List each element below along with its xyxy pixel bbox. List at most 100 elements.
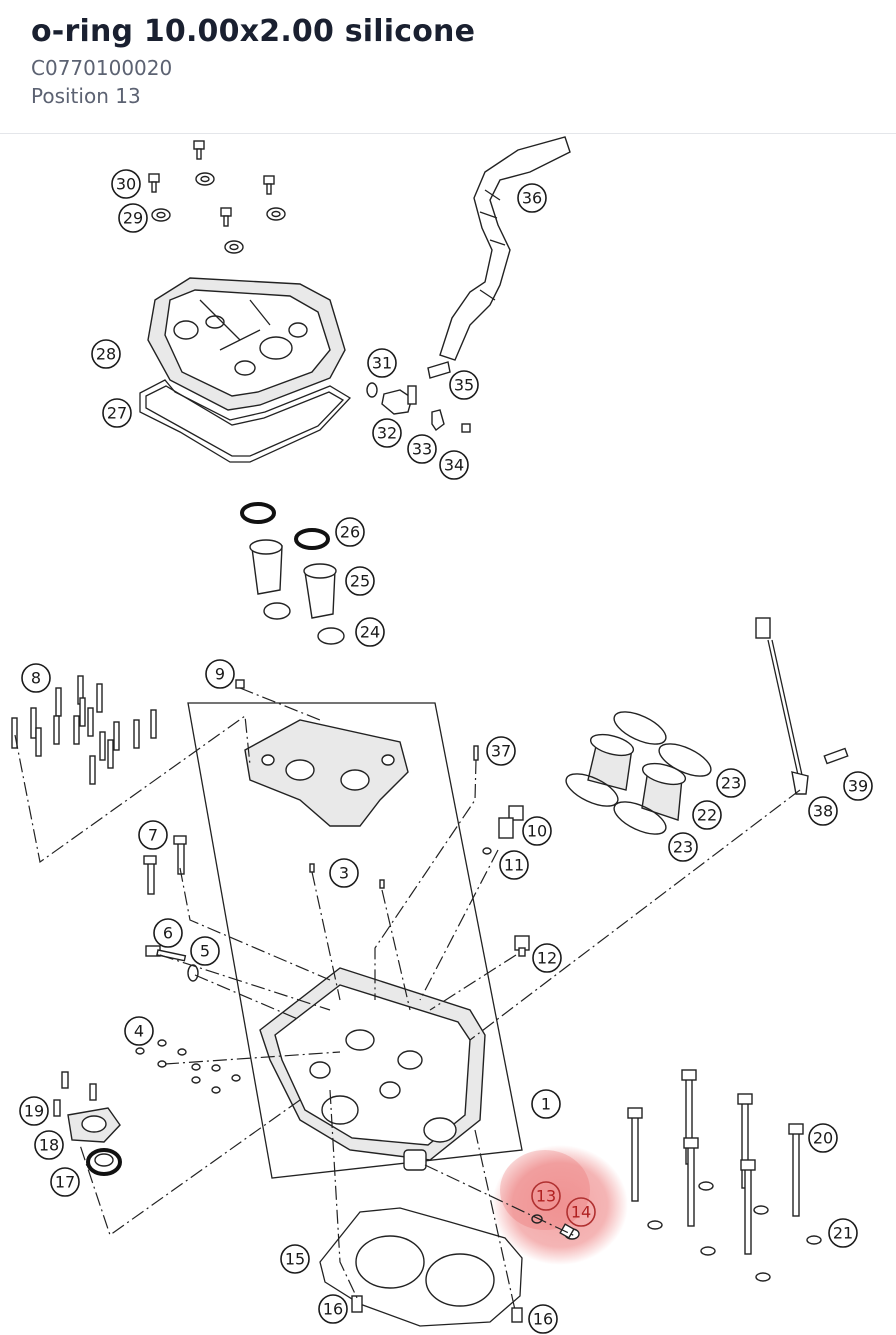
callout-16a[interactable]: 16 bbox=[318, 1294, 348, 1324]
callout-label: 39 bbox=[848, 777, 868, 796]
callout-label: 12 bbox=[537, 949, 557, 968]
leader-lines bbox=[14, 687, 801, 1311]
callout-label: 30 bbox=[116, 175, 136, 194]
callout-label: 23 bbox=[721, 774, 741, 793]
callout-label: 22 bbox=[697, 806, 717, 825]
callout-23a[interactable]: 23 bbox=[716, 768, 746, 798]
callout-37[interactable]: 37 bbox=[486, 736, 516, 766]
callout-26[interactable]: 26 bbox=[335, 517, 365, 547]
diagram-svg: 30 29 36 28 31 35 27 32 33 34 26 25 24 8… bbox=[11, 136, 873, 1334]
callout-4[interactable]: 4 bbox=[124, 1016, 154, 1046]
cylinder-head bbox=[259, 967, 486, 1171]
callout-label: 28 bbox=[96, 345, 116, 364]
intake-boots bbox=[565, 711, 712, 835]
callout-label: 29 bbox=[123, 209, 143, 228]
camshaft-carrier bbox=[187, 679, 523, 1179]
thermostat-housing bbox=[53, 1071, 122, 1176]
callout-label: 34 bbox=[444, 456, 464, 475]
head-gasket bbox=[319, 1207, 523, 1327]
callout-19[interactable]: 19 bbox=[19, 1096, 49, 1126]
part-position: Position 13 bbox=[31, 84, 141, 108]
callout-label: 32 bbox=[377, 424, 397, 443]
callout-label: 37 bbox=[491, 742, 511, 761]
callouts: 30 29 36 28 31 35 27 32 33 34 26 25 24 8… bbox=[19, 169, 873, 1334]
callout-1[interactable]: 1 bbox=[531, 1089, 561, 1119]
callout-label: 9 bbox=[215, 665, 225, 684]
part-header: o-ring 10.00x2.00 silicone C0770100020 P… bbox=[0, 0, 896, 134]
callout-39[interactable]: 39 bbox=[843, 771, 873, 801]
sensor-38 bbox=[755, 617, 849, 795]
callout-25[interactable]: 25 bbox=[345, 566, 375, 596]
exploded-parts-diagram: 30 29 36 28 31 35 27 32 33 34 26 25 24 8… bbox=[0, 134, 896, 1335]
bolts-3-5-6-7 bbox=[143, 835, 385, 982]
callout-18[interactable]: 18 bbox=[34, 1130, 64, 1160]
sensors-10-12-37 bbox=[473, 745, 530, 957]
nuts-4 bbox=[135, 1039, 241, 1094]
callout-label: 17 bbox=[55, 1173, 75, 1192]
callout-label: 10 bbox=[527, 822, 547, 841]
callout-9[interactable]: 9 bbox=[205, 659, 235, 689]
callout-label: 14 bbox=[571, 1203, 591, 1222]
callout-label: 23 bbox=[673, 838, 693, 857]
callout-label: 11 bbox=[504, 856, 524, 875]
callout-35[interactable]: 35 bbox=[449, 370, 479, 400]
callout-34[interactable]: 34 bbox=[439, 450, 469, 480]
callout-30[interactable]: 30 bbox=[111, 169, 141, 199]
callout-label: 35 bbox=[454, 376, 474, 395]
callout-13-selected[interactable]: 13 bbox=[531, 1181, 561, 1211]
callout-label: 7 bbox=[148, 826, 158, 845]
callout-14[interactable]: 14 bbox=[566, 1197, 596, 1227]
callout-11[interactable]: 11 bbox=[499, 850, 529, 880]
head-bolts-20-21 bbox=[627, 1069, 804, 1255]
part-title: o-ring 10.00x2.00 silicone bbox=[31, 14, 476, 49]
intake-tubes bbox=[240, 502, 345, 645]
callout-label: 8 bbox=[31, 669, 41, 688]
callout-20[interactable]: 20 bbox=[808, 1123, 838, 1153]
callout-17[interactable]: 17 bbox=[50, 1167, 80, 1197]
callout-label: 13 bbox=[536, 1187, 556, 1206]
callout-10[interactable]: 10 bbox=[522, 816, 552, 846]
callout-label: 6 bbox=[163, 924, 173, 943]
callout-label: 25 bbox=[350, 572, 370, 591]
callout-label: 1 bbox=[541, 1095, 551, 1114]
valve-cover-group bbox=[139, 140, 352, 463]
callout-8[interactable]: 8 bbox=[21, 663, 51, 693]
callout-21[interactable]: 21 bbox=[828, 1218, 858, 1248]
hose-fittings bbox=[366, 382, 471, 433]
callout-label: 33 bbox=[412, 440, 432, 459]
callout-label: 24 bbox=[360, 623, 380, 642]
callout-33[interactable]: 33 bbox=[407, 434, 437, 464]
callout-label: 19 bbox=[24, 1102, 44, 1121]
callout-23b[interactable]: 23 bbox=[668, 832, 698, 862]
callout-29[interactable]: 29 bbox=[118, 203, 148, 233]
callout-5[interactable]: 5 bbox=[190, 936, 220, 966]
o-ring-13-part bbox=[531, 1214, 543, 1224]
callout-12[interactable]: 12 bbox=[532, 943, 562, 973]
callout-label: 18 bbox=[39, 1136, 59, 1155]
callout-38[interactable]: 38 bbox=[808, 796, 838, 826]
callout-31[interactable]: 31 bbox=[367, 348, 397, 378]
coolant-hose bbox=[427, 136, 571, 379]
callout-label: 26 bbox=[340, 523, 360, 542]
part-number: C0770100020 bbox=[31, 56, 173, 80]
callout-label: 16 bbox=[323, 1300, 343, 1319]
callout-36[interactable]: 36 bbox=[517, 183, 547, 213]
callout-22[interactable]: 22 bbox=[692, 800, 722, 830]
callout-32[interactable]: 32 bbox=[372, 418, 402, 448]
callout-label: 21 bbox=[833, 1224, 853, 1243]
washers-21 bbox=[647, 1181, 822, 1282]
callout-6[interactable]: 6 bbox=[153, 918, 183, 948]
callout-15[interactable]: 15 bbox=[280, 1244, 310, 1274]
callout-label: 15 bbox=[285, 1250, 305, 1269]
callout-label: 4 bbox=[134, 1022, 144, 1041]
callout-28[interactable]: 28 bbox=[91, 339, 121, 369]
callout-label: 36 bbox=[522, 189, 542, 208]
callout-label: 20 bbox=[813, 1129, 833, 1148]
callout-7[interactable]: 7 bbox=[138, 820, 168, 850]
callout-24[interactable]: 24 bbox=[355, 617, 385, 647]
callout-3[interactable]: 3 bbox=[329, 858, 359, 888]
callout-label: 5 bbox=[200, 942, 210, 961]
callout-27[interactable]: 27 bbox=[102, 398, 132, 428]
callout-16b[interactable]: 16 bbox=[528, 1304, 558, 1334]
callout-label: 38 bbox=[813, 802, 833, 821]
